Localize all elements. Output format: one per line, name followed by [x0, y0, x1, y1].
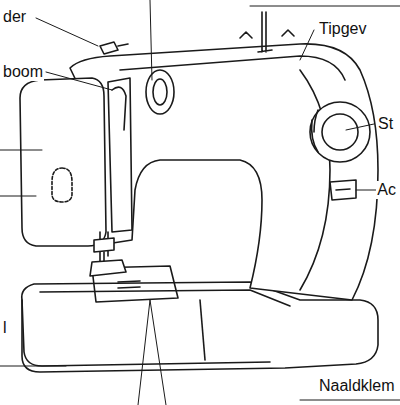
machine-body [70, 44, 378, 300]
part-label: St [377, 115, 394, 133]
bobbin-winder [100, 42, 128, 54]
spool-pin [258, 12, 272, 52]
part-label: l [2, 319, 8, 337]
handwheel-hub [322, 114, 358, 150]
tension-dial-inner [153, 79, 167, 105]
face-cover [20, 78, 106, 246]
pillar-edge [300, 70, 330, 290]
lever [330, 180, 356, 200]
tension-dial [146, 70, 174, 114]
thread-guide [240, 30, 294, 38]
accessory-tray-line [200, 300, 205, 360]
thread-guide-plate [108, 78, 132, 232]
part-label: Naaldklem [318, 377, 396, 395]
part-label: Tipgev [318, 20, 367, 38]
take-up-lever [112, 87, 126, 130]
feed-dog [118, 281, 140, 288]
handwheel [310, 102, 370, 162]
light-bulb [52, 168, 72, 202]
part-label: Ac [376, 181, 397, 199]
part-label: der [2, 8, 27, 26]
presser-foot [90, 260, 126, 276]
needle-clamp [94, 238, 114, 252]
part-label: boom [2, 63, 44, 81]
lever-slot [336, 189, 350, 190]
handwheel-rim [312, 110, 318, 152]
